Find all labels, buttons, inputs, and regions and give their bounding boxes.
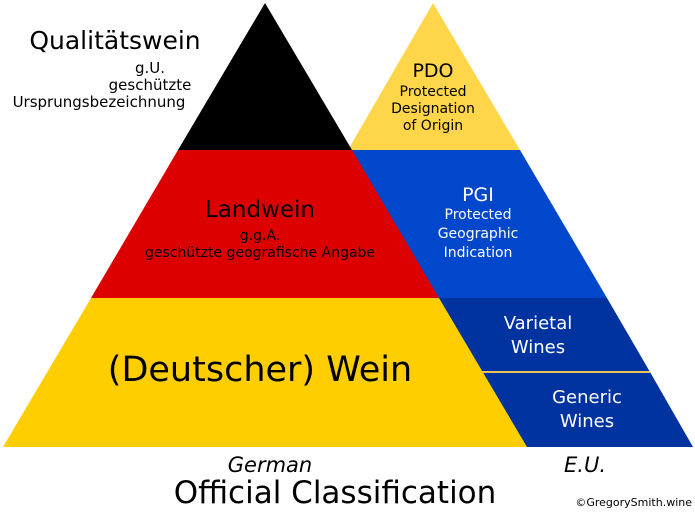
- eu-tier-pdo: [348, 3, 520, 150]
- diagram-title: Official Classification: [173, 475, 497, 511]
- pdo-line-3: of Origin: [402, 118, 464, 134]
- pgi-line-1: Protected: [444, 207, 512, 223]
- german-tier-wein: [3, 298, 527, 447]
- varietal-line-1: Wines: [510, 337, 566, 358]
- pdo-line-2: Designation: [391, 101, 475, 117]
- pgi-title: PGI: [462, 184, 494, 206]
- qualitaetswein-line-3: Ursprungsbezeichnung: [12, 93, 186, 111]
- eu-caption: E.U.: [564, 453, 606, 477]
- qualitaetswein-title: Qualitätswein: [29, 26, 201, 55]
- german-caption: German: [227, 453, 313, 477]
- qualitaetswein-line-1: g.U.: [134, 59, 166, 77]
- generic-title: Generic: [552, 387, 622, 408]
- german-tier-landwein: [91, 150, 439, 298]
- landwein-title: Landwein: [204, 197, 315, 223]
- generic-line-1: Wines: [559, 411, 615, 432]
- pdo-title: PDO: [412, 60, 454, 82]
- landwein-line-2: geschützte geografische Angabe: [144, 245, 376, 261]
- eu-tier-generic: [480, 372, 693, 447]
- pgi-line-3: Indication: [443, 245, 513, 261]
- pdo-line-1: Protected: [399, 84, 467, 100]
- credit-text: ©GregorySmith.wine: [575, 496, 692, 509]
- varietal-title: Varietal: [503, 313, 573, 334]
- german-tier-qualitaetswein: [178, 3, 352, 150]
- pgi-line-2: Geographic: [437, 226, 519, 242]
- eu-tier-pgi: [348, 150, 607, 298]
- deutscher-wein-title: (Deutscher) Wein: [107, 350, 413, 390]
- eu-tier-varietal: [436, 298, 650, 372]
- landwein-line-1: g.g.A.: [239, 228, 281, 244]
- qualitaetswein-line-2: geschützte: [108, 76, 192, 94]
